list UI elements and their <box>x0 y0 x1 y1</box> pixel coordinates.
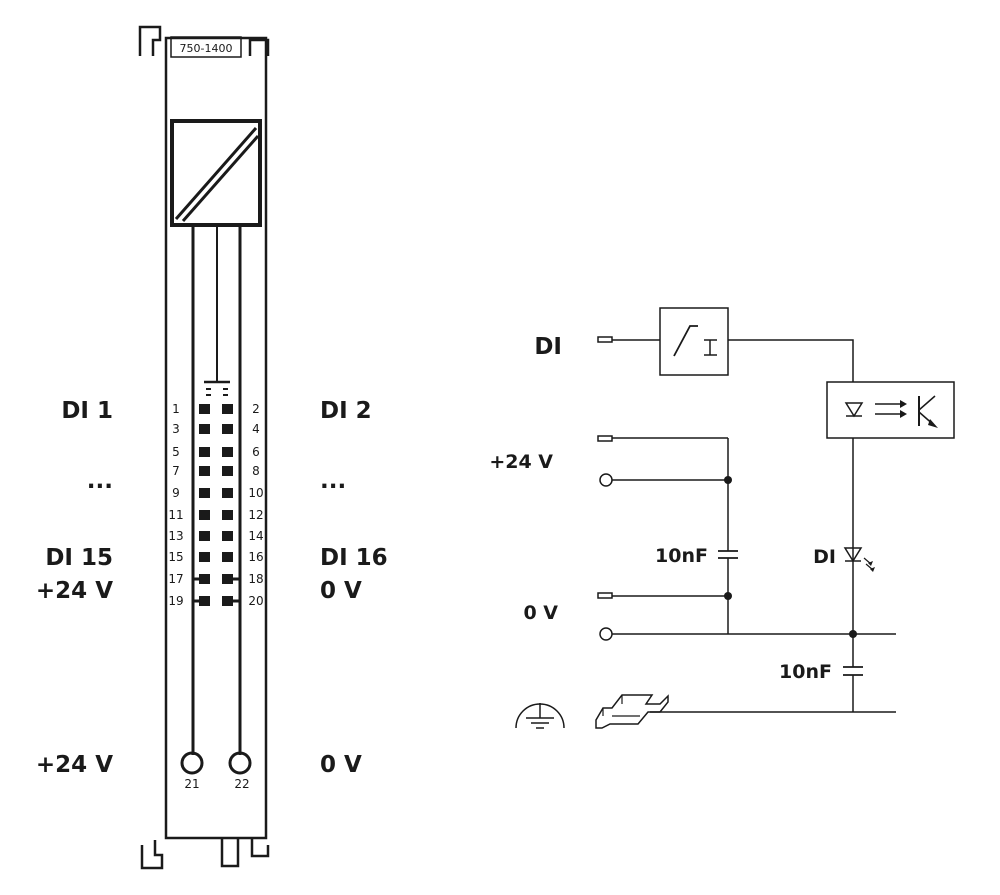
model-label-box <box>170 36 242 58</box>
terminal-square-right <box>222 488 233 498</box>
terminal-square-right <box>222 531 233 541</box>
zero-terminal-icon <box>597 592 613 599</box>
capacitor-icon <box>718 550 738 559</box>
capacitor-label-b: 10nF <box>779 661 832 683</box>
terminal-square-right <box>222 574 233 584</box>
right-labels: DI 2 ... DI 16 0 V 0 V <box>320 398 388 778</box>
terminal-22-icon <box>228 751 252 775</box>
pin-number: 13 <box>168 529 183 543</box>
filter-block-icon <box>659 307 729 376</box>
schematic-di-label: DI <box>534 334 562 360</box>
pin-number: 2 <box>252 402 260 416</box>
terminal-block <box>193 404 240 606</box>
schematic-0v-label: 0 V <box>523 602 558 624</box>
capacitor-label-a: 10nF <box>655 545 708 567</box>
label-di2: DI 2 <box>320 398 372 424</box>
terminal-square-left <box>199 424 210 434</box>
terminal-square-right <box>222 447 233 457</box>
schematic: DI <box>489 307 955 729</box>
led-icon <box>843 547 875 572</box>
converter-block-icon <box>170 119 262 227</box>
pin-number: 3 <box>172 422 180 436</box>
terminal-21-icon <box>180 751 204 775</box>
model-number: 750-1400 <box>180 42 233 55</box>
pin-number: 15 <box>168 550 183 564</box>
terminal-square-right <box>222 596 233 606</box>
left-labels: DI 1 ... DI 15 +24 V +24 V <box>36 398 113 778</box>
label-plus24: +24 V <box>36 578 113 604</box>
pin-number: 14 <box>248 529 263 543</box>
terminal-square-right <box>222 466 233 476</box>
label-dots-right: ... <box>320 468 346 494</box>
terminal-square-right <box>222 552 233 562</box>
module-housing: 750-1400 <box>138 25 270 870</box>
zero-connector-icon <box>599 627 613 641</box>
pin-numbers-odd: 1 3 5 7 9 11 13 15 17 19 <box>168 402 183 608</box>
label-0v: 0 V <box>320 578 362 604</box>
pin-number: 9 <box>172 486 180 500</box>
label-0v-bottom: 0 V <box>320 752 362 778</box>
pin-number: 1 <box>172 402 180 416</box>
pin-numbers-even: 2 4 6 8 10 12 14 16 18 20 <box>248 402 263 608</box>
capacitor-icon <box>840 666 866 676</box>
label-dots-left: ... <box>87 468 113 494</box>
terminal-number: 22 <box>234 777 249 791</box>
pin-number: 12 <box>248 508 263 522</box>
terminal-square-left <box>199 447 210 457</box>
terminal-square-left <box>199 488 210 498</box>
pin-number: 10 <box>248 486 263 500</box>
label-plus24-bottom: +24 V <box>36 752 113 778</box>
pin-number: 20 <box>248 594 263 608</box>
pin-number: 7 <box>172 464 180 478</box>
terminal-square-left <box>199 531 210 541</box>
terminal-number: 21 <box>184 777 199 791</box>
internal-wires <box>191 226 242 755</box>
pin-number: 19 <box>168 594 183 608</box>
pin-number: 5 <box>172 445 180 459</box>
plus24-connector-icon <box>599 473 613 487</box>
schematic-plus24-label: +24 V <box>489 451 553 473</box>
label-di15: DI 15 <box>45 545 113 571</box>
din-rail-icon <box>595 694 669 729</box>
bottom-terminals: 21 22 <box>180 751 252 791</box>
terminal-square-left <box>199 596 210 606</box>
terminal-square-left <box>199 552 210 562</box>
pin-number: 16 <box>248 550 263 564</box>
pin-number: 6 <box>252 445 260 459</box>
optocoupler-icon <box>826 381 955 439</box>
led-label: DI <box>813 546 836 568</box>
terminal-square-right <box>222 510 233 520</box>
pin-number: 4 <box>252 422 260 436</box>
ground-symbol-icon <box>515 703 565 729</box>
terminal-square-right <box>222 424 233 434</box>
label-di1: DI 1 <box>61 398 113 424</box>
plus24-terminal-icon <box>597 435 613 442</box>
terminal-square-left <box>199 466 210 476</box>
label-di16: DI 16 <box>320 545 388 571</box>
di-terminal-icon <box>597 336 613 343</box>
terminal-square-left <box>199 404 210 414</box>
pin-number: 18 <box>248 572 263 586</box>
terminal-square-left <box>199 574 210 584</box>
pin-number: 17 <box>168 572 183 586</box>
terminal-square-right <box>222 404 233 414</box>
pin-number: 11 <box>168 508 183 522</box>
pin-number: 8 <box>252 464 260 478</box>
terminal-square-left <box>199 510 210 520</box>
